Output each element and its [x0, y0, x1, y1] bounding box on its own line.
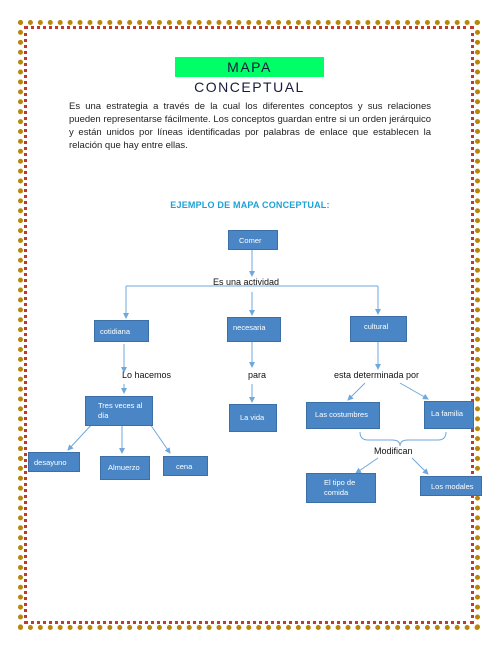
connector-desayuno — [67, 421, 95, 451]
page-title: MAPA CONCEPTUAL — [194, 59, 305, 95]
node-la-vida: La vida — [229, 404, 277, 432]
node-el-tipo-de-comida: El tipo de comida — [306, 473, 376, 503]
node-cena: cena — [163, 456, 208, 476]
modifican-brace — [359, 431, 447, 447]
link-label-modifican: Modifican — [374, 446, 413, 456]
connector-modales — [411, 457, 429, 475]
node-comer: Comer — [228, 230, 278, 250]
node-almuerzo: Almuerzo — [100, 456, 150, 480]
link-label-esta-determinada-por: esta determinada por — [334, 370, 420, 380]
connector-tipo-comida — [355, 457, 379, 474]
title-highlight: MAPA CONCEPTUAL — [175, 57, 324, 95]
intro-paragraph: Es una estrategia a través de la cual lo… — [69, 101, 431, 151]
example-title: EJEMPLO DE MAPA CONCEPTUAL: — [170, 200, 330, 210]
link-label-es-una-actividad: Es una actividad — [213, 277, 280, 287]
connector-familia — [399, 382, 429, 400]
connector-costumbres — [347, 382, 366, 401]
node-tres-veces-al-dia: Tres veces al día — [85, 396, 153, 426]
decorative-border-outer — [18, 20, 480, 630]
node-los-modales: Los modales — [420, 476, 482, 496]
node-necesaria: necesaria — [227, 317, 281, 342]
node-la-familia: La familia — [424, 401, 474, 429]
node-las-costumbres: Las costumbres — [306, 402, 380, 429]
decorative-border-inner — [24, 26, 474, 624]
node-cotidiana: cotidiana — [94, 320, 149, 342]
link-label-para: para — [248, 370, 267, 380]
connector-cena — [149, 423, 171, 454]
link-label-lo-hacemos: Lo hacemos — [122, 370, 172, 380]
node-desayuno: desayuno — [28, 452, 80, 472]
node-cultural: cultural — [350, 316, 407, 342]
